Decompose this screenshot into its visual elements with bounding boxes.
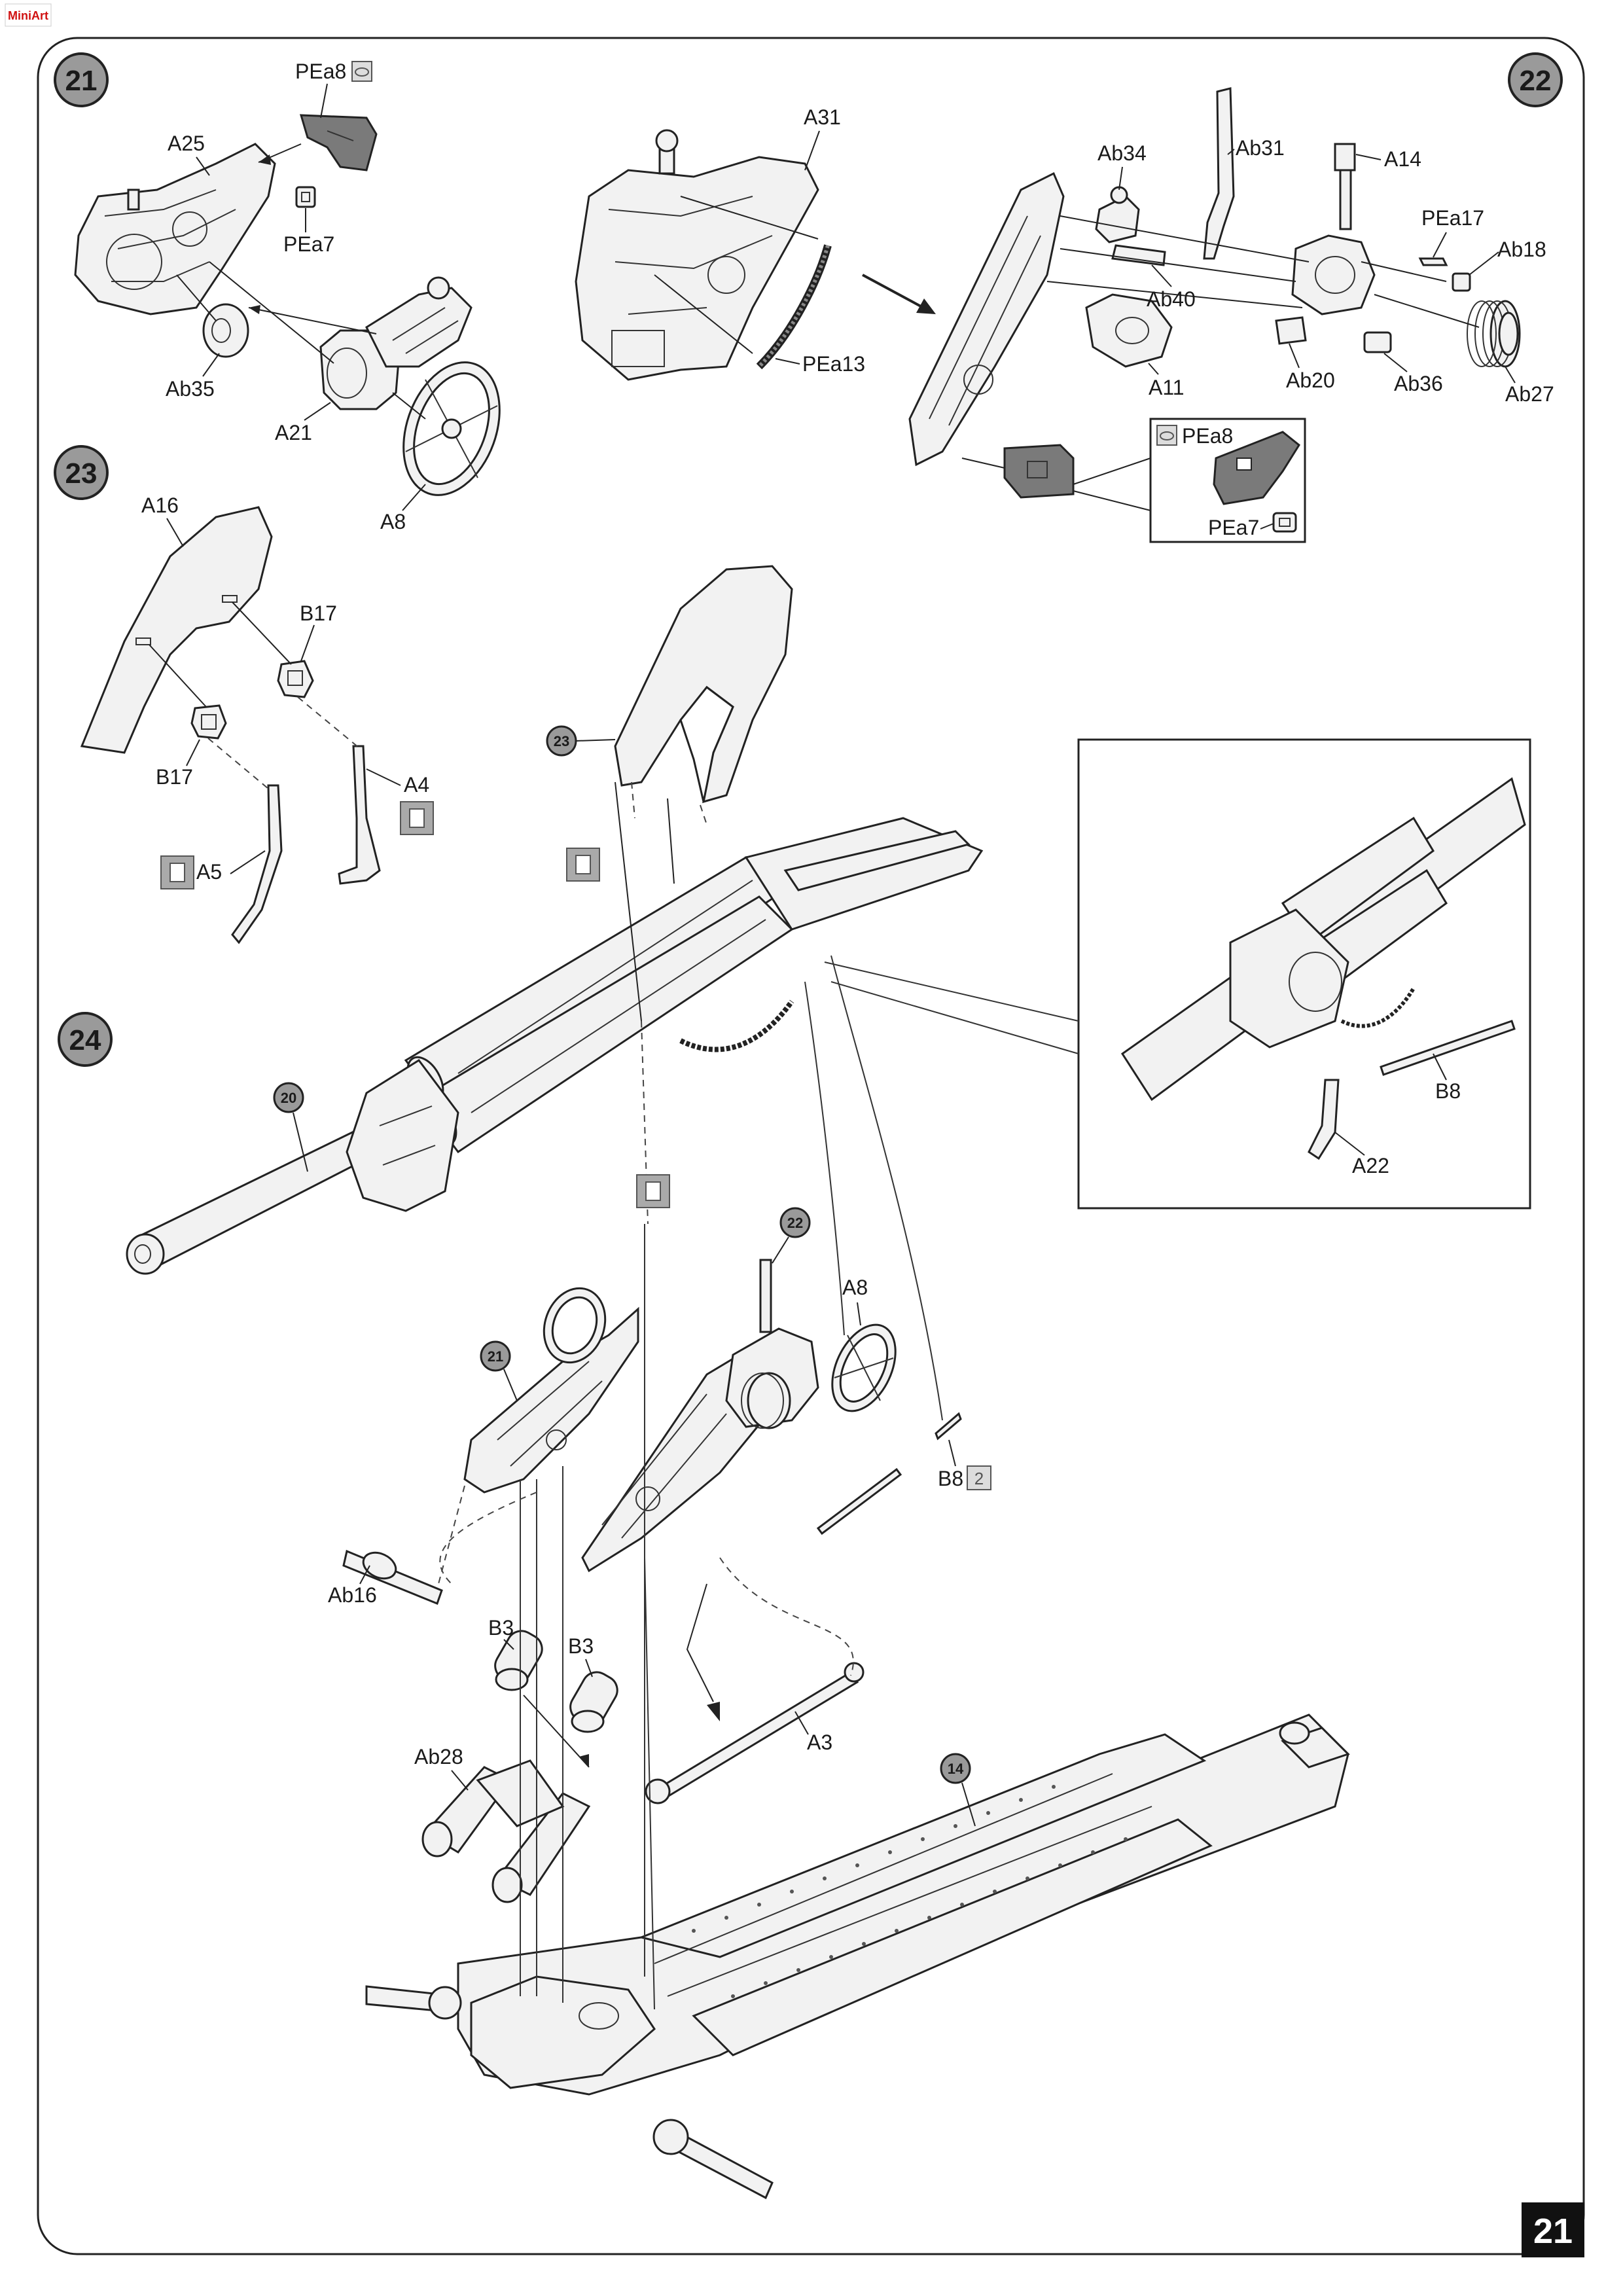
- rivet-pattern: [692, 1785, 1128, 1998]
- label-pea8-inset: PEa8: [1182, 424, 1233, 448]
- glue-icon: [566, 848, 600, 882]
- subassembly-number: 20: [281, 1090, 296, 1106]
- label-ab27: Ab27: [1505, 382, 1554, 406]
- both-sides-icon: 2: [967, 1465, 991, 1490]
- label-pea8: PEa8: [295, 60, 346, 83]
- step-23-drawing: [80, 506, 381, 944]
- label-a21: A21: [275, 421, 312, 444]
- label-pea7-inset: PEa7: [1208, 516, 1259, 539]
- logo-text: MiniArt: [8, 9, 48, 22]
- both-sides-icon: [400, 801, 434, 835]
- label-pea13: PEa13: [802, 352, 865, 376]
- label-a14: A14: [1384, 147, 1421, 171]
- glue-icon: [636, 1174, 670, 1208]
- label-ab18: Ab18: [1497, 238, 1546, 261]
- subassembly-number: 14: [948, 1761, 964, 1777]
- page-frame: [37, 37, 1585, 2255]
- photo-etch-icon: [1156, 425, 1177, 446]
- page-number-box: 21: [1522, 2202, 1584, 2257]
- label-ab31: Ab31: [1236, 136, 1285, 160]
- step-22-drawing: [575, 87, 1521, 543]
- step-badge-24: 24: [58, 1012, 113, 1067]
- step-21-drawing: [74, 114, 501, 496]
- label-b3-left: B3: [488, 1616, 514, 1640]
- label-a11: A11: [1149, 376, 1185, 399]
- photo-etch-icon: [351, 61, 372, 82]
- both-sides-icon: [160, 855, 194, 889]
- label-a22: A22: [1352, 1154, 1389, 1177]
- label-a8-step24: A8: [842, 1276, 868, 1299]
- label-ab40: Ab40: [1147, 287, 1196, 311]
- subassembly-badge-14: 14: [940, 1753, 971, 1784]
- step-badge-22: 22: [1508, 52, 1563, 107]
- label-b3-right: B3: [568, 1634, 594, 1658]
- label-a8: A8: [380, 510, 406, 533]
- subassembly-badge-20: 20: [273, 1082, 304, 1113]
- subassembly-badge-21: 21: [480, 1340, 511, 1372]
- step-number: 24: [69, 1024, 101, 1056]
- step-number: 23: [65, 457, 98, 490]
- label-pea17: PEa17: [1421, 206, 1484, 230]
- label-ab36: Ab36: [1394, 372, 1443, 395]
- subassembly-badge-22: 22: [779, 1207, 811, 1238]
- label-ab20: Ab20: [1286, 368, 1335, 392]
- subassembly-number: 22: [787, 1215, 803, 1231]
- page-number: 21: [1533, 2212, 1573, 2251]
- subassembly-number: 23: [554, 733, 569, 749]
- brand-logo: MiniArt: [5, 3, 52, 27]
- label-ab35: Ab35: [166, 377, 215, 401]
- step-badge-21: 21: [54, 52, 109, 107]
- step-number: 21: [65, 65, 98, 97]
- svg-text:2: 2: [974, 1469, 984, 1488]
- label-ab34: Ab34: [1097, 141, 1147, 165]
- label-pea7: PEa7: [283, 232, 334, 256]
- label-a5: A5: [196, 860, 222, 884]
- label-a31: A31: [804, 105, 841, 129]
- step-number: 22: [1520, 65, 1552, 97]
- label-b8-inset: B8: [1435, 1079, 1461, 1103]
- label-b8: B8: [938, 1467, 963, 1490]
- label-a3: A3: [807, 1731, 832, 1754]
- label-a16: A16: [141, 493, 179, 517]
- subassembly-number: 21: [488, 1348, 503, 1365]
- subassembly-badge-23: 23: [546, 725, 577, 757]
- step-24-drawing: [126, 565, 1531, 2200]
- label-a4: A4: [404, 773, 429, 797]
- step-badge-23: 23: [54, 445, 109, 500]
- label-ab28: Ab28: [414, 1745, 463, 1768]
- label-b17-upper: B17: [300, 601, 337, 625]
- label-a25: A25: [168, 132, 205, 155]
- label-ab16: Ab16: [328, 1583, 377, 1607]
- label-b17-lower: B17: [156, 765, 193, 789]
